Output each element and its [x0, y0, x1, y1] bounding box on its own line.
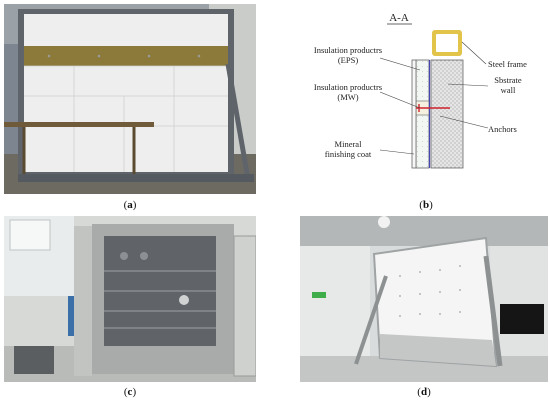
label-anchors: Anchors — [488, 124, 517, 134]
caption-b: (b) — [419, 199, 433, 211]
photo-panel-a — [4, 4, 256, 194]
caption-a: (a) — [123, 199, 137, 211]
caption-c: (c) — [123, 386, 137, 398]
label-eps-line2: (EPS) — [338, 55, 358, 65]
lab-wall-photo — [300, 216, 548, 382]
test-wall-photo — [4, 4, 256, 194]
climate-chamber-photo — [4, 216, 256, 382]
diagram-panel-b: A-A Insulation productrs (EPS) Insul — [300, 4, 548, 194]
label-mw-line2: (MW) — [337, 92, 358, 102]
label-mw-line1: Insulation productrs — [314, 82, 382, 92]
photo-panel-d — [300, 216, 548, 382]
cross-section-diagram: A-A Insulation productrs (EPS) Insul — [314, 12, 527, 169]
photo-panel-c — [4, 216, 256, 382]
label-mineral-line2: finishing coat — [325, 149, 372, 159]
section-title: A-A — [389, 12, 409, 24]
label-mineral-line1: Mineral — [335, 139, 363, 149]
label-eps-line1: Insulation productrs — [314, 45, 382, 55]
label-substrate-line1: Sbstrate — [494, 75, 522, 85]
finishing-coat — [411, 59, 417, 169]
substrate-wall — [430, 59, 464, 169]
caption-d: (d) — [417, 386, 431, 398]
label-steel-frame: Steel frame — [488, 59, 527, 69]
label-substrate-line2: wall — [501, 85, 516, 95]
